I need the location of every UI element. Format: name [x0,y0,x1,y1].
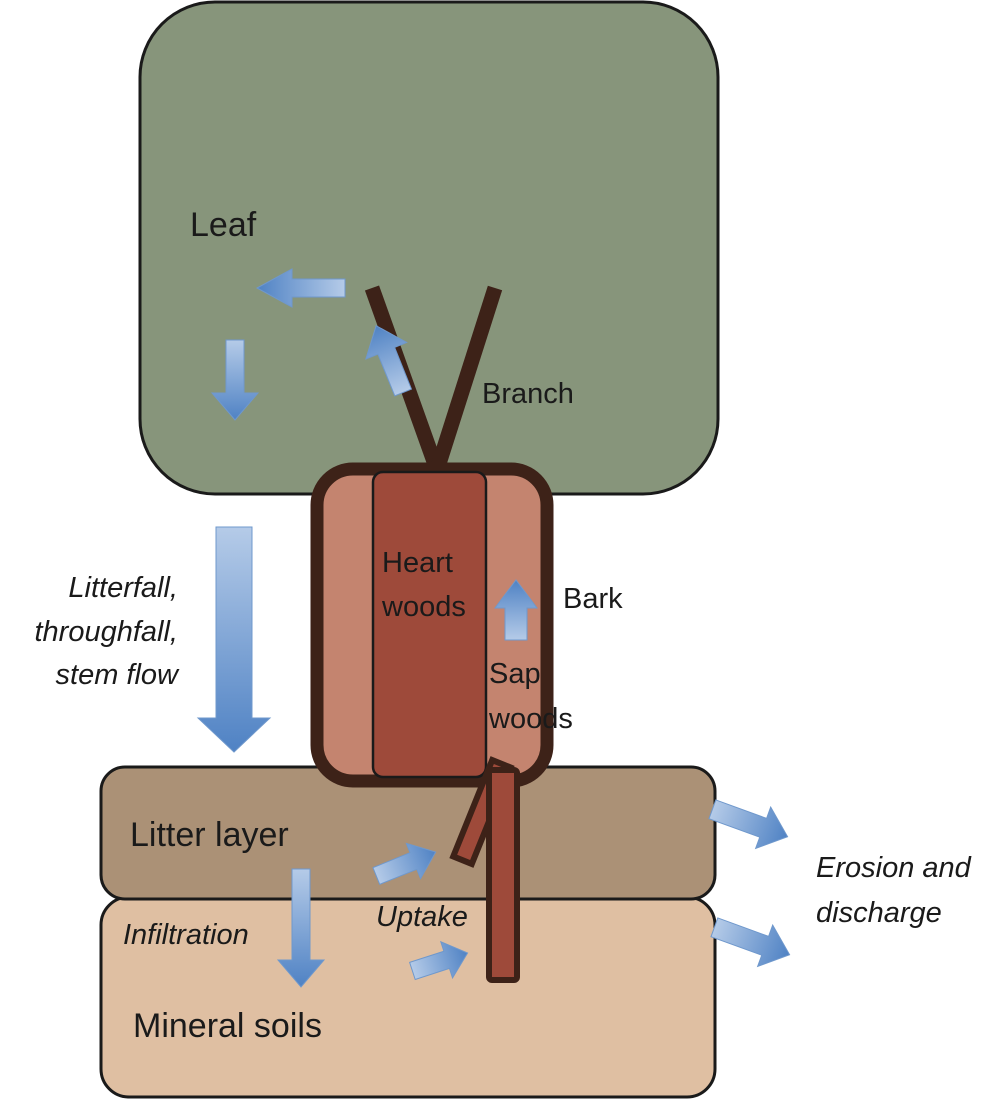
leaf-down-arrow [210,339,260,421]
litterfall-label-line3: stem flow [56,659,181,691]
litter-layer-label: Litter layer [130,816,289,854]
litterfall-arrow [196,526,272,753]
erosion-arrow-mineral [710,917,791,968]
mineral-soils-label: Mineral soils [133,1007,322,1045]
branch-right [429,285,503,473]
infiltration-label: Infiltration [123,919,249,951]
erosion-label-line2: discharge [816,897,942,929]
sap-woods-label-line2: woods [488,703,573,735]
sapwood-up-arrow [494,579,538,641]
bark-label: Bark [563,583,623,615]
heart-woods-label-line1: Heart [382,547,453,579]
trunk-heartwood [371,470,488,779]
leaf-to-left-arrow [255,268,346,308]
branch-label: Branch [482,378,574,410]
sap-woods-label-line1: Sap [489,658,541,690]
uptake-label: Uptake [376,901,468,933]
erosion-label-line1: Erosion and [816,852,972,884]
erosion-arrow-litter [708,799,789,850]
branch-up-arrow [365,324,413,397]
litterfall-label-line1: Litterfall, [68,572,178,604]
leaf-label: Leaf [190,206,257,244]
heart-woods-label-line2: woods [381,591,466,623]
uptake-arrow-mineral [409,940,469,981]
canopy-leaf [138,0,720,496]
uptake-arrow-litter [372,842,437,885]
root-vertical [486,767,520,983]
litterfall-label-line2: throughfall, [35,616,179,648]
infiltration-arrow [276,868,326,988]
